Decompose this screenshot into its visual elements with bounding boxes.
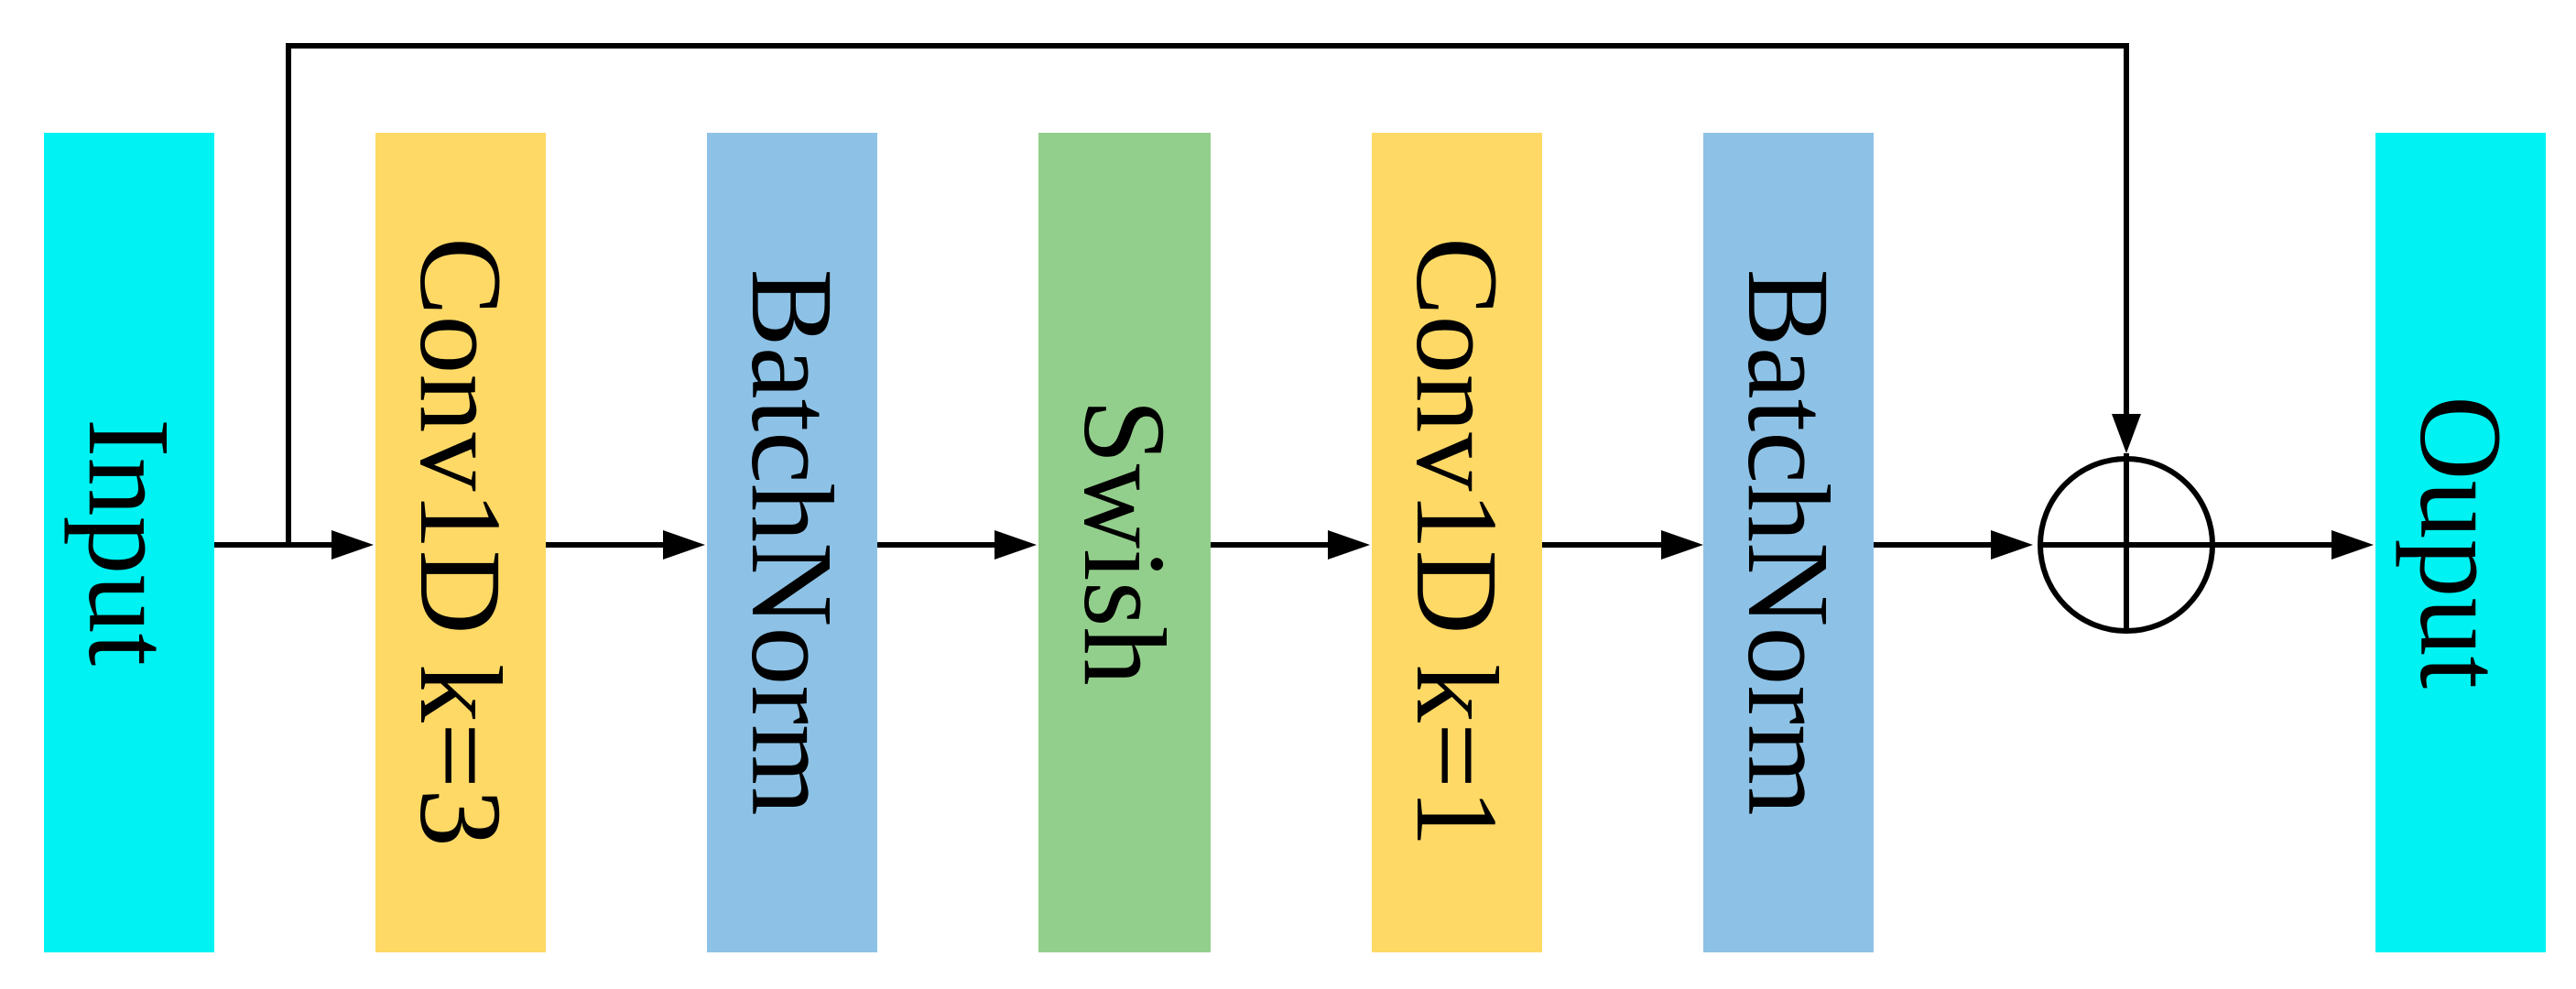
block-conv1d-k3-rect — [375, 133, 546, 952]
sum-node — [2038, 453, 2215, 634]
block-batchnorm-2-rect — [1703, 133, 1874, 952]
block-conv1d-k3-label: Conv1D k=3 — [396, 237, 526, 847]
block-batchnorm-1-rect — [707, 133, 877, 952]
arrowhead-swish-to-conv2 — [1328, 530, 1370, 560]
skip-connection-arrowhead — [2112, 414, 2141, 453]
block-input: Input — [44, 133, 214, 952]
block-conv1d-k1: Conv1D k=1 — [1372, 133, 1542, 952]
block-output: Ouput — [2375, 133, 2546, 952]
block-conv1d-k1-rect — [1372, 133, 1542, 952]
block-output-rect — [2375, 133, 2546, 952]
arrowhead-conv2-to-bn2 — [1661, 530, 1703, 560]
block-input-rect — [44, 133, 214, 952]
block-output-label: Ouput — [2396, 396, 2526, 689]
arrowhead-bn1-to-swish — [995, 530, 1037, 560]
block-input-label: Input — [64, 418, 194, 666]
arrowhead-input-to-conv1 — [332, 530, 374, 560]
arrowhead-conv1-to-bn1 — [663, 530, 705, 560]
block-swish-rect — [1038, 133, 1211, 952]
block-conv1d-k3: Conv1D k=3 — [375, 133, 546, 952]
skip-connection-line — [286, 43, 2129, 545]
block-batchnorm-2: BatchNorm — [1703, 133, 1874, 952]
block-swish-label: Swish — [1060, 399, 1190, 686]
block-batchnorm-1-label: BatchNorm — [727, 268, 857, 815]
block-batchnorm-1: BatchNorm — [707, 133, 877, 952]
block-batchnorm-2-label: BatchNorm — [1723, 268, 1853, 815]
arrowhead-sum-to-output — [2331, 530, 2374, 560]
block-conv1d-k1-label: Conv1D k=1 — [1392, 237, 1522, 847]
arrowhead-bn2-to-sum — [1991, 530, 2033, 560]
block-swish: Swish — [1038, 133, 1211, 952]
